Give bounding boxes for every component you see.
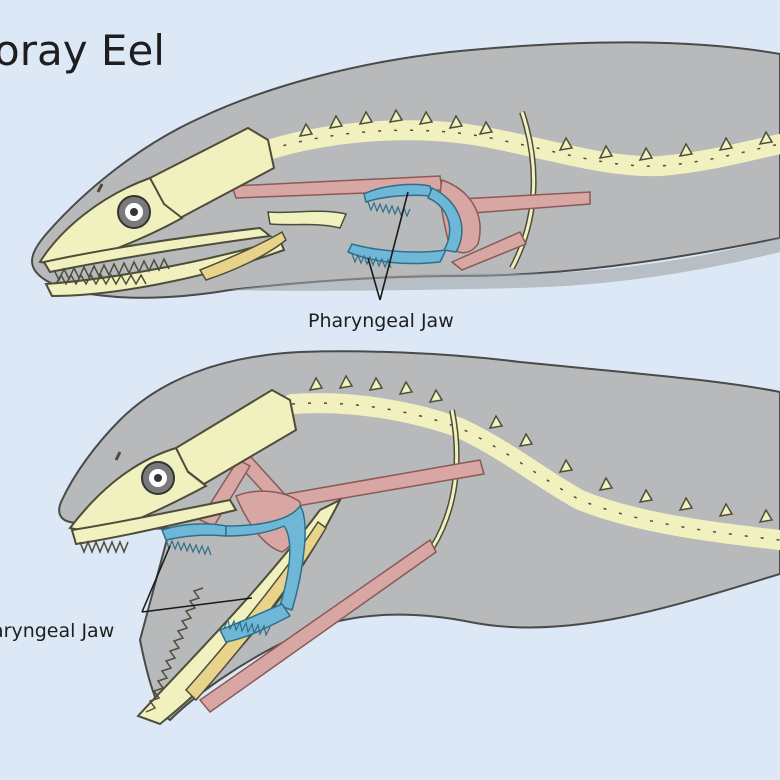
top-pharyngeal-jaw [346, 183, 463, 269]
bottom-spine [282, 393, 780, 550]
top-eel-belly-shade [230, 238, 780, 291]
top-lower-teeth [55, 273, 147, 286]
bottom-eel [58, 350, 780, 726]
pharyngeal-jaw-label-bottom: aryngeal Jaw [0, 620, 115, 642]
top-vertebral-spines [298, 108, 774, 161]
bottom-pharyngeal-jaw [161, 504, 306, 643]
top-upper-jaw [42, 226, 273, 274]
bottom-upper-jaw [70, 498, 238, 546]
top-spine [258, 120, 780, 177]
top-skull [38, 126, 348, 298]
top-nostril [96, 183, 104, 193]
diagram-title: oray Eel [0, 26, 165, 75]
top-callout-leaders [367, 191, 409, 301]
top-jaw-support [198, 230, 287, 281]
top-upper-teeth [53, 257, 170, 282]
bottom-nostril [114, 451, 122, 461]
bottom-upper-teeth [79, 539, 129, 555]
top-eel [31, 41, 780, 301]
pharyngeal-jaw-label-top: Pharyngeal Jaw [308, 310, 454, 332]
bottom-lower-teeth [145, 587, 204, 713]
bottom-callout-leaders [141, 545, 253, 613]
bottom-muscle-ventral [198, 538, 437, 714]
bottom-vertebral-spines [308, 374, 774, 523]
top-muscle-ventral [450, 231, 528, 271]
top-hyoid [267, 210, 348, 229]
